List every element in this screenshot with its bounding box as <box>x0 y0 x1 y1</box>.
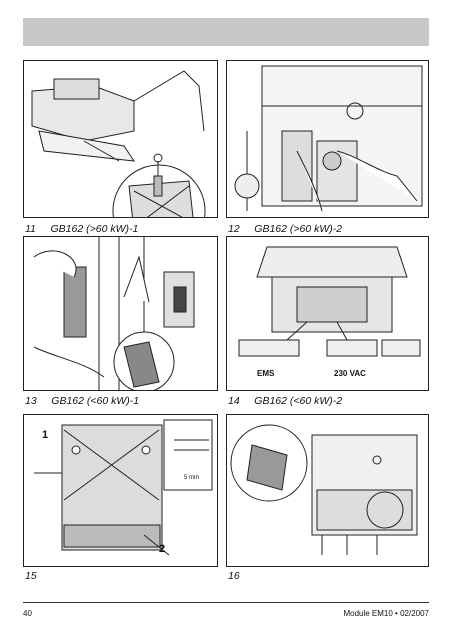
figure-11-illustration <box>31 70 206 217</box>
figure-15-illustration <box>34 419 213 556</box>
figure-15-number: 15 <box>25 570 37 582</box>
figure-11-panel <box>23 60 218 218</box>
figure-13-illustration <box>33 237 195 390</box>
figure-13-caption: 13 GB162 (<60 kW)-1 <box>25 395 139 407</box>
figure-16-caption: 16 <box>228 570 240 582</box>
figure-12-number: 12 <box>228 223 240 235</box>
page-number: 40 <box>23 609 32 618</box>
figure-12-caption: 12 GB162 (>60 kW)-2 <box>228 223 342 235</box>
figure-15-panel: 1 2 5 mm <box>23 414 218 567</box>
figure-12-title: GB162 (>60 kW)-2 <box>254 223 343 235</box>
figure-14-illustration <box>238 246 421 357</box>
figure-15-caption: 15 <box>25 570 37 582</box>
figure-11-caption: 11 GB162 (>60 kW)-1 <box>25 223 138 235</box>
figure-13-number: 13 <box>25 395 37 407</box>
figure-11-title: GB162 (>60 kW)-1 <box>50 223 139 235</box>
ems-label: EMS <box>257 369 275 378</box>
figure-16-panel <box>226 414 429 567</box>
figure-14-panel: EMS 230 VAC <box>226 236 429 391</box>
header-bar <box>23 18 429 46</box>
figure-14-number: 14 <box>228 395 240 407</box>
figure-13-panel <box>23 236 218 391</box>
vac-label: 230 VAC <box>334 369 366 378</box>
document-info: Module EM10 • 02/2007 <box>343 609 429 618</box>
figure-12-panel <box>226 60 429 218</box>
callout-1: 1 <box>42 429 49 441</box>
callout-2: 2 <box>159 543 166 555</box>
figure-14-caption: 14 GB162 (<60 kW)-2 <box>228 395 342 407</box>
figure-16-number: 16 <box>228 570 240 582</box>
figure-14-title: GB162 (<60 kW)-2 <box>254 395 343 407</box>
figure-11-number: 11 <box>25 223 36 235</box>
figure-16-illustration <box>230 424 418 555</box>
figure-13-title: GB162 (<60 kW)-1 <box>51 395 140 407</box>
figure-12-illustration <box>234 65 423 212</box>
mm-label: 5 mm <box>184 475 199 481</box>
footer-rule <box>23 602 429 603</box>
